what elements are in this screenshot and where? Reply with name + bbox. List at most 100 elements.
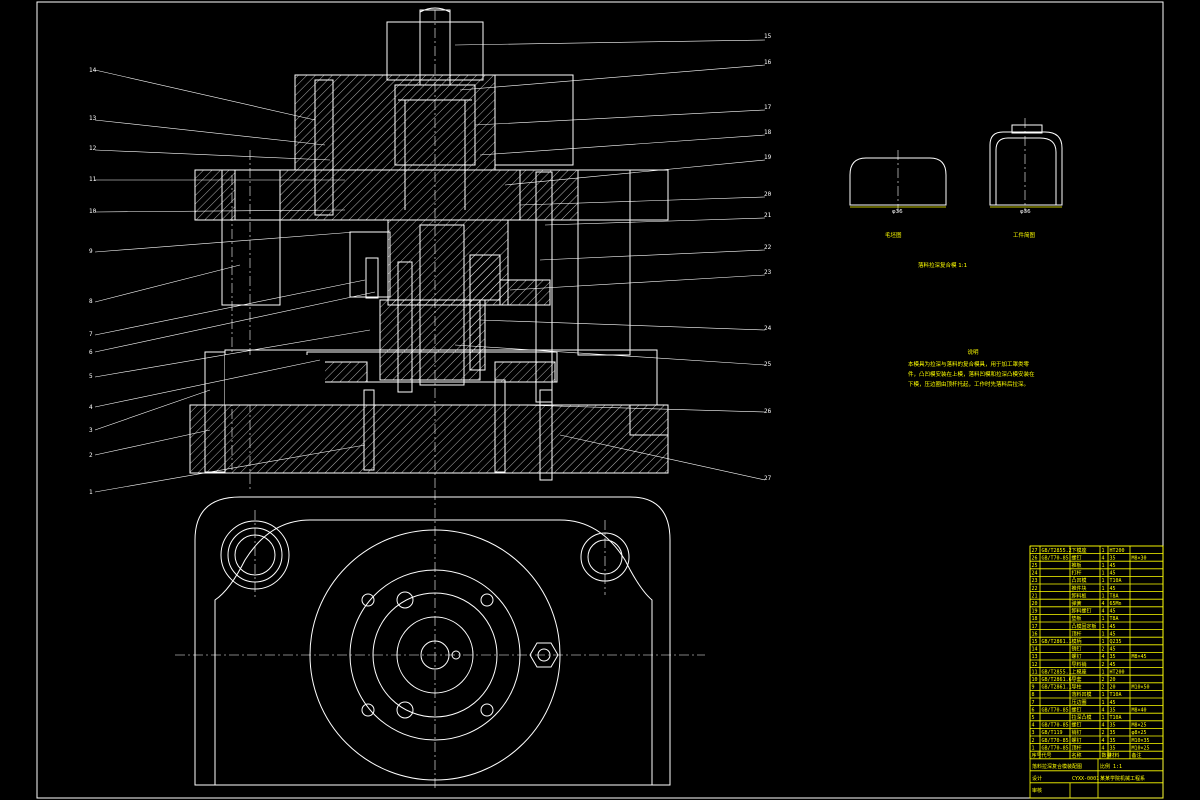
bom-cell-note: M10×25 bbox=[1132, 745, 1150, 751]
bom-cell-qty: 2 bbox=[1102, 685, 1105, 691]
bom-cell-qty: 2 bbox=[1102, 730, 1105, 736]
bom-cell-name: 螺钉 bbox=[1072, 706, 1082, 713]
bom-cell-code: GB/T2855.1 bbox=[1042, 669, 1072, 675]
bom-cell-name: 销钉 bbox=[1072, 646, 1082, 653]
bom-cell-name: 上模座 bbox=[1072, 668, 1087, 675]
part-label-21: 21 bbox=[764, 212, 772, 219]
bom-header-name: 名称 bbox=[1072, 752, 1082, 759]
plan-view bbox=[175, 490, 705, 790]
bom-cell-no: 17 bbox=[1032, 624, 1038, 630]
part-label-11: 11 bbox=[89, 176, 97, 183]
part-caption: 工件简图 bbox=[1013, 233, 1036, 239]
bom-cell-no: 5 bbox=[1032, 715, 1035, 721]
bom-cell-no: 10 bbox=[1032, 677, 1038, 683]
bom-cell-name: 导套 bbox=[1072, 676, 1082, 683]
bom-cell-no: 19 bbox=[1032, 609, 1038, 615]
bom-cell-mat: 45 bbox=[1110, 700, 1116, 706]
bom-cell-qty: 1 bbox=[1102, 715, 1105, 721]
bom-cell-no: 4 bbox=[1032, 723, 1035, 729]
bom-cell-qty: 4 bbox=[1102, 738, 1105, 744]
bom-cell-qty: 4 bbox=[1102, 654, 1105, 660]
bom-cell-qty: 1 bbox=[1102, 624, 1105, 630]
bom-cell-mat: T10A bbox=[1110, 715, 1122, 721]
bom-cell-note: M8×25 bbox=[1132, 723, 1147, 729]
bom-cell-no: 13 bbox=[1032, 654, 1038, 660]
bom-cell-no: 24 bbox=[1032, 571, 1038, 577]
part-label-24: 24 bbox=[764, 325, 772, 332]
part-label-26: 26 bbox=[764, 408, 772, 415]
notes-title: 说明 bbox=[967, 350, 979, 356]
bom-cell-name: 压边圈 bbox=[1072, 699, 1087, 706]
bom-cell-note: φ8×25 bbox=[1132, 730, 1147, 736]
drawing-border bbox=[36, 1, 1164, 799]
bom-cell-no: 25 bbox=[1032, 563, 1038, 569]
bom-cell-qty: 1 bbox=[1102, 563, 1105, 569]
technical-notes: 说明 本模具为拉深与落料的复合模具，用于加工罩类零件，凸凹模安装在上模，落料凹模… bbox=[908, 348, 1038, 390]
part-label-27: 27 bbox=[764, 475, 772, 482]
bom-cell-qty: 1 bbox=[1102, 631, 1105, 637]
bom-cell-name: 螺钉 bbox=[1072, 653, 1082, 660]
part-label-7: 7 bbox=[89, 331, 93, 338]
bom-cell-code: GB/T70-85 bbox=[1042, 723, 1069, 729]
bom-cell-qty: 2 bbox=[1102, 662, 1105, 668]
part-label-20: 20 bbox=[764, 191, 772, 198]
bom-cell-name: 打杆 bbox=[1072, 570, 1082, 577]
section-view bbox=[189, 7, 669, 490]
part-label-19: 19 bbox=[764, 154, 772, 161]
part-label-13: 13 bbox=[89, 115, 97, 122]
bom-cell-mat: 45 bbox=[1110, 662, 1116, 668]
bom-cell-code: GB/T2861.6 bbox=[1042, 677, 1072, 683]
bom-header-note: 备注 bbox=[1132, 752, 1142, 759]
part-label-23: 23 bbox=[764, 269, 772, 276]
part-label-1: 1 bbox=[89, 489, 93, 496]
bom-cell-mat: Q235 bbox=[1110, 639, 1122, 645]
part-label-6: 6 bbox=[89, 349, 93, 356]
bom-cell-mat: 35 bbox=[1110, 707, 1116, 713]
bom-cell-no: 26 bbox=[1032, 555, 1038, 561]
bom-cell-mat: T8A bbox=[1110, 616, 1119, 622]
bom-cell-name: 模柄 bbox=[1072, 638, 1082, 645]
bom-cell-qty: 1 bbox=[1102, 692, 1105, 698]
part-label-15: 15 bbox=[764, 33, 772, 40]
bom-cell-note: M8×30 bbox=[1132, 555, 1147, 561]
bom-cell-no: 8 bbox=[1032, 692, 1035, 698]
part-label-18: 18 bbox=[764, 129, 772, 136]
bom-cell-qty: 1 bbox=[1102, 571, 1105, 577]
bom-cell-name: 销钉 bbox=[1072, 729, 1082, 736]
bom-cell-name: 垫板 bbox=[1072, 615, 1082, 622]
notes-body: 本模具为拉深与落料的复合模具，用于加工罩类零件，凸凹模安装在上模，落料凹模和拉深… bbox=[908, 362, 1035, 388]
bom-cell-name: 螺钉 bbox=[1072, 737, 1082, 744]
bom-cell-mat: 45 bbox=[1110, 631, 1116, 637]
leaders-right bbox=[454, 39, 766, 481]
bom-cell-name: 拉深凸模 bbox=[1072, 714, 1092, 721]
blank-dimension: φ36 bbox=[892, 209, 903, 215]
workpiece-title: 落料拉深复合模 1:1 bbox=[918, 263, 968, 269]
bom-cell-mat: 45 bbox=[1110, 571, 1116, 577]
bom-cell-note: M10×50 bbox=[1132, 685, 1150, 691]
bom-cell-qty: 4 bbox=[1102, 723, 1105, 729]
part-label-8: 8 bbox=[89, 298, 93, 305]
bom-designer: 设计 bbox=[1032, 775, 1042, 782]
bom-cell-mat: 45 bbox=[1110, 586, 1116, 592]
blank-sketch bbox=[849, 150, 947, 212]
bom-cell-qty: 4 bbox=[1102, 745, 1105, 751]
part-label-16: 16 bbox=[764, 59, 772, 66]
bom-cell-note: M8×45 bbox=[1132, 654, 1147, 660]
bom-cell-no: 14 bbox=[1032, 647, 1038, 653]
part-label-5: 5 bbox=[89, 373, 93, 380]
bom-cell-no: 12 bbox=[1032, 662, 1038, 668]
bom-cell-mat: HT200 bbox=[1110, 548, 1125, 554]
bom-cell-qty: 1 bbox=[1102, 548, 1105, 554]
bom-scale: 比例 1:1 bbox=[1100, 763, 1122, 770]
bom-cell-code: GB/T70-85 bbox=[1042, 707, 1069, 713]
bom-cell-mat: T10A bbox=[1110, 692, 1122, 698]
part-label-10: 10 bbox=[89, 208, 97, 215]
bom-cell-mat: 45 bbox=[1110, 563, 1116, 569]
bom-cell-note: M10×35 bbox=[1132, 738, 1150, 744]
part-sketch bbox=[989, 118, 1063, 212]
bom-cell-name: 推件块 bbox=[1072, 585, 1087, 592]
bom-cell-name: 顶杆 bbox=[1072, 630, 1082, 637]
part-label-22: 22 bbox=[764, 244, 772, 251]
bom-title-line: 落料拉深复合模装配图 bbox=[1032, 763, 1082, 770]
bom-header-qty: 数量 bbox=[1102, 752, 1112, 759]
